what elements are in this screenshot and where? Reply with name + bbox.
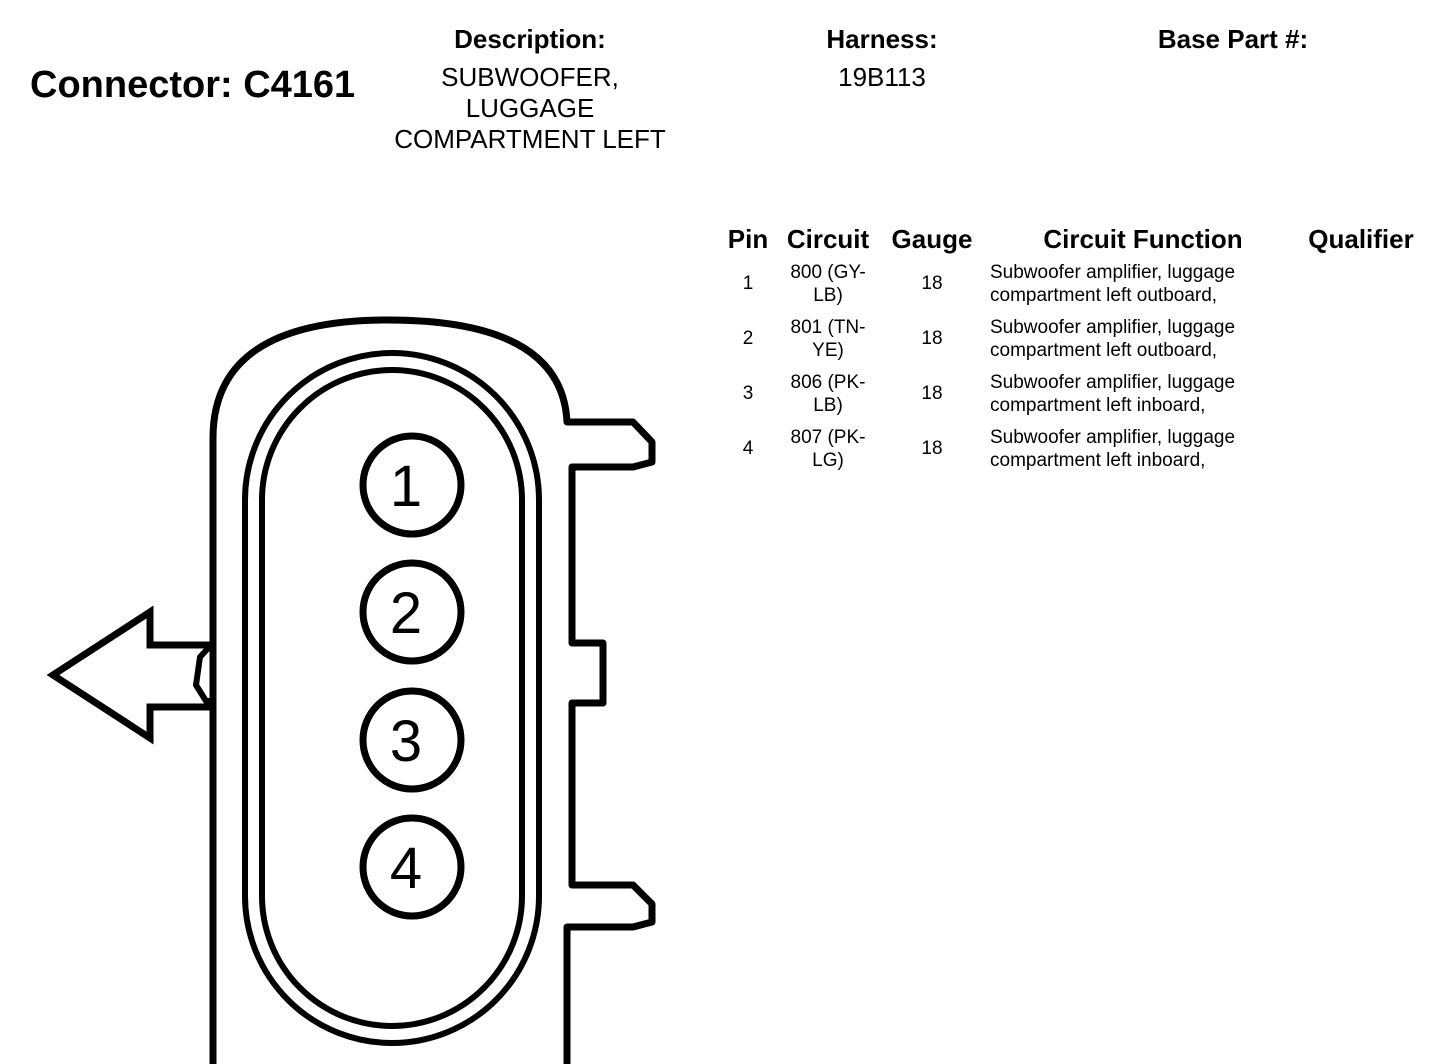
circuit-text: 806 (PK-LB) xyxy=(790,371,866,416)
circuit-cell: 800 (GY-LB) xyxy=(774,256,882,311)
pin-cavity-2: 2 xyxy=(359,559,465,665)
table-row: 3 806 (PK-LB) 18 Subwoofer amplifier, lu… xyxy=(722,366,1426,421)
description-line: SUBWOOFER, xyxy=(441,62,619,92)
pin-label: 2 xyxy=(390,581,422,646)
circuit-cell: 801 (TN-YE) xyxy=(774,311,882,366)
function-text: Subwoofer amplifier, luggage compartment… xyxy=(990,261,1236,306)
base-part-label: Base Part #: xyxy=(1157,24,1309,54)
function-cell: Subwoofer amplifier, luggage compartment… xyxy=(982,366,1296,421)
description-label: Description: xyxy=(454,24,606,54)
pin-label: 1 xyxy=(390,454,422,519)
table-row: 4 807 (PK-LG) 18 Subwoofer amplifier, lu… xyxy=(722,421,1426,476)
header-qualifier: Qualifier xyxy=(1308,223,1414,254)
function-cell: Subwoofer amplifier, luggage compartment… xyxy=(982,256,1296,311)
arrow-left-icon xyxy=(46,605,213,745)
connector-inner-rim-outer xyxy=(242,350,542,1046)
header-circuit-function: Circuit Function xyxy=(1043,223,1243,254)
connector-inner-rim-inner xyxy=(259,367,525,1029)
circuit-cell: 807 (PK-LG) xyxy=(774,421,882,476)
connector-title: Connector: C4161 xyxy=(30,64,356,106)
circuit-text: 800 (GY-LB) xyxy=(790,261,866,306)
pin-cavity-3: 3 xyxy=(359,687,465,793)
pin-label: 4 xyxy=(390,836,422,901)
locking-tab xyxy=(193,640,216,704)
circuit-cell: 806 (PK-LB) xyxy=(774,366,882,421)
pin-cell: 3 xyxy=(742,383,754,404)
pin-table: Pin Circuit Gauge Circuit Function Quali… xyxy=(722,222,1426,476)
pin-cavity-4: 4 xyxy=(359,814,465,920)
gauge-cell: 18 xyxy=(921,383,943,404)
function-text: Subwoofer amplifier, luggage compartment… xyxy=(990,371,1236,416)
description-line: COMPARTMENT LEFT xyxy=(394,124,666,154)
function-cell: Subwoofer amplifier, luggage compartment… xyxy=(982,421,1296,476)
description-line: LUGGAGE xyxy=(465,93,595,123)
header-pin: Pin xyxy=(727,223,769,254)
circuit-text: 801 (TN-YE) xyxy=(790,316,866,361)
pin-cell: 1 xyxy=(742,273,754,294)
connector-housing-outline xyxy=(209,316,656,1064)
function-text: Subwoofer amplifier, luggage compartment… xyxy=(990,316,1236,361)
header-gauge: Gauge xyxy=(891,223,973,254)
pin-cavity-1: 1 xyxy=(359,432,465,538)
pin-cell: 4 xyxy=(742,438,754,459)
description-value: SUBWOOFER, LUGGAGE COMPARTMENT LEFT xyxy=(360,62,700,155)
gauge-cell: 18 xyxy=(921,328,943,349)
harness-value: 19B113 xyxy=(838,62,926,92)
table-header-row: Pin Circuit Gauge Circuit Function Quali… xyxy=(722,222,1426,256)
pin-cell: 2 xyxy=(742,328,754,349)
function-cell: Subwoofer amplifier, luggage compartment… xyxy=(982,311,1296,366)
table-row: 2 801 (TN-YE) 18 Subwoofer amplifier, lu… xyxy=(722,311,1426,366)
circuit-text: 807 (PK-LG) xyxy=(790,426,866,471)
function-text: Subwoofer amplifier, luggage compartment… xyxy=(990,426,1236,471)
harness-label: Harness: xyxy=(826,24,938,54)
pin-label: 3 xyxy=(390,709,422,774)
gauge-cell: 18 xyxy=(921,438,943,459)
table-row: 1 800 (GY-LB) 18 Subwoofer amplifier, lu… xyxy=(722,256,1426,311)
gauge-cell: 18 xyxy=(921,273,943,294)
header-circuit: Circuit xyxy=(786,223,870,254)
